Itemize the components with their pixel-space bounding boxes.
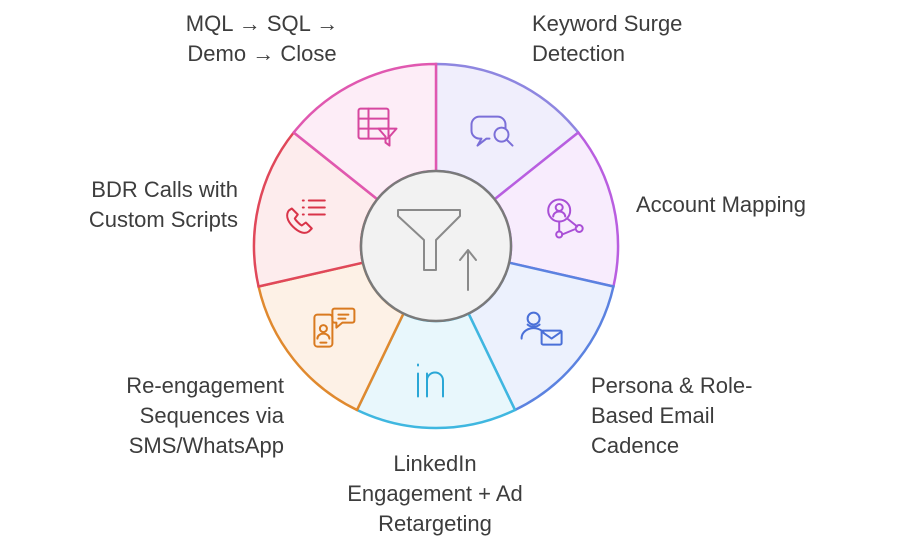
phone-list-icon (286, 199, 326, 234)
funnel-up-arrow-icon (397, 209, 477, 291)
phone-message-icon (313, 307, 356, 348)
label-line: BDR Calls with (91, 177, 238, 202)
label-line: Retargeting (378, 511, 492, 536)
label-line: Custom Scripts (88, 207, 238, 232)
label-line: Re-engagement (126, 373, 284, 398)
label-line: LinkedIn (393, 451, 477, 476)
label-line: Demo → Close (187, 41, 337, 66)
label-line: Persona & Role- (591, 373, 753, 398)
user-network-icon (547, 198, 584, 239)
label-mql-sql: MQL → SQL → Demo → Close (176, 9, 348, 69)
label-line: Cadence (591, 433, 680, 458)
chat-search-icon (470, 115, 514, 147)
person-mail-icon (520, 311, 563, 346)
label-line: Account Mapping (636, 192, 806, 217)
label-account-mapping: Account Mapping (636, 190, 806, 220)
label-line: MQL → SQL → (185, 11, 339, 36)
table-filter-icon (357, 107, 398, 147)
label-line: Keyword Surge (532, 11, 683, 36)
linkedin-icon (417, 363, 444, 398)
label-line: Detection (532, 41, 625, 66)
label-line: Engagement + Ad (347, 481, 523, 506)
label-line: Based Email (591, 403, 715, 428)
label-line: Sequences via (139, 403, 284, 428)
label-line: SMS/WhatsApp (128, 433, 284, 458)
